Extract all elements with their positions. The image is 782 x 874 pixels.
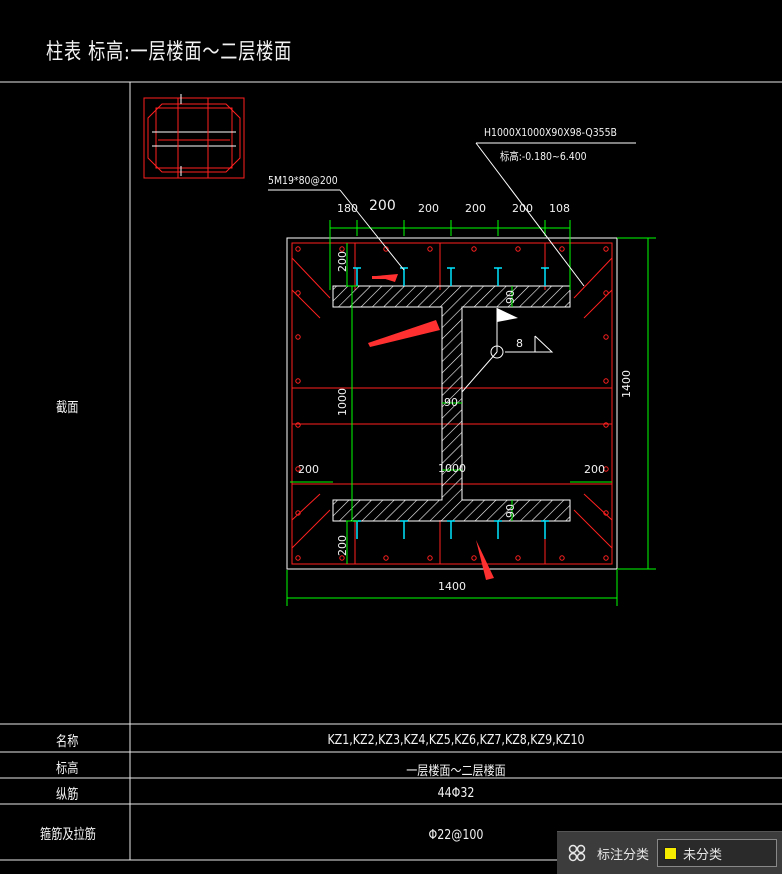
category-select[interactable]: 未分类 [657,839,778,867]
rebar-dot [339,246,345,252]
rebar-dots [295,246,609,561]
elevation-value: 一层楼面～二层楼面 [406,764,506,779]
rebar-dot [603,246,609,252]
rebar-dot [295,510,301,516]
rebar-dot [559,246,565,252]
long-bar-label: 纵筋 [56,787,79,803]
dim-right-edge: 200 [584,463,605,476]
long-bar-value: 44Φ32 [437,786,475,801]
shear-stud [400,520,408,539]
dim-left-edge: 200 [298,463,319,476]
name-label: 名称 [56,734,79,750]
dim-width: 1400 [438,580,466,593]
dim-height: 1400 [620,370,633,398]
rebar-dot [295,555,301,561]
table-grid [0,81,782,861]
dim-web-length: 1000 [438,462,466,475]
shear-stud [541,267,549,286]
category-label: 标注分类 [597,847,650,863]
shear-stud [447,520,455,539]
annotation-arrows [368,274,494,580]
rebar-dot [515,555,521,561]
name-value: KZ1,KZ2,KZ3,KZ4,KZ5,KZ6,KZ7,KZ8,KZ9,KZ10 [327,733,585,748]
dim-flange-bottom: 90 [504,504,517,518]
dim-top-2: 200 [369,198,396,214]
rebar-dot [295,334,301,340]
rebar-dot [603,334,609,340]
shear-stud [494,520,502,539]
rebar-dot [603,378,609,384]
rebar-dot [515,246,521,252]
category-selected-value: 未分类 [683,847,723,863]
section-thumbnail [143,94,245,179]
rebar-dot [559,555,565,561]
shear-stud [494,267,502,286]
shear-stud [353,267,361,286]
rebar-dot [383,555,389,561]
section-label: 截面 [56,400,79,416]
rebar-dot [603,510,609,516]
stirrup-label: 箍筋及拉筋 [40,827,96,843]
dim-top-6: 108 [549,202,570,215]
shear-stud [400,267,408,286]
shear-stud [541,520,549,539]
rebar-dot [295,466,301,472]
rebar-dot [295,246,301,252]
leader-lines [268,142,636,393]
rebar-dot [427,246,433,252]
dim-web-thickness: 90 [444,396,458,409]
dim-web-height: 1000 [336,388,349,416]
dim-top-3: 200 [418,202,439,215]
steel-spec-note: H1000X1000X90X98-Q355B [484,126,617,139]
dim-cover-bottom: 200 [336,535,349,556]
shear-stud [353,520,361,539]
shear-stud [447,267,455,286]
rebar-dot [427,555,433,561]
rebar-dot [603,466,609,472]
rebar-dot [603,422,609,428]
dim-top-4: 200 [465,202,486,215]
rebar-dot [471,555,477,561]
stirrup-value: Φ22@100 [428,828,484,843]
dim-top-1: 180 [337,202,358,215]
rebar-dot [471,246,477,252]
category-color-swatch [664,846,678,860]
weld-size-label: 8 [516,337,523,350]
dim-top-5: 200 [512,202,533,215]
rebar-dot [339,555,345,561]
rebar-dot [603,290,609,296]
dim-flange-top: 90 [504,290,517,304]
elevation-label: 标高 [56,761,79,777]
page-title: 柱表 标高:一层楼面～二层楼面 [46,40,293,65]
rebar-dot [295,422,301,428]
dim-cover-top: 200 [336,251,349,272]
weld-node [490,345,504,359]
elevation-note: 标高:-0.180~6.400 [500,150,587,163]
annotation-category-toolbar: 标注分类 未分类 [557,831,782,874]
rebar-dot [295,378,301,384]
rebar-dot [295,290,301,296]
weld-flag [497,308,518,322]
rebar-dot [603,555,609,561]
layers-icon[interactable] [567,843,587,863]
stud-note: 5M19*80@200 [268,174,338,187]
